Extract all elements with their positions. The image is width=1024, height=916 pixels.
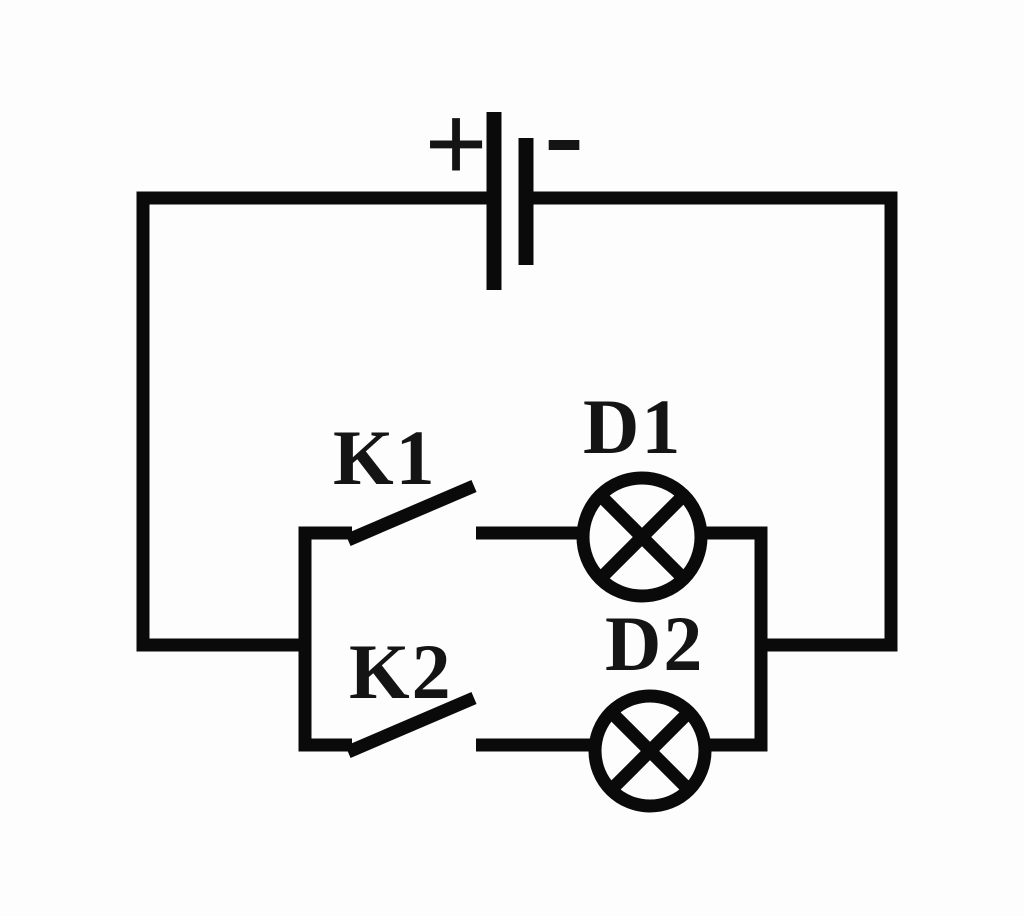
battery-plus-label: + xyxy=(424,82,488,207)
lamp-d2-icon xyxy=(588,689,712,813)
switch-k1-label: K1 xyxy=(333,414,437,501)
wire-right-loop xyxy=(526,191,898,652)
switch-k2-icon xyxy=(345,692,596,758)
wire-left-branch-rail xyxy=(298,526,352,752)
wire-right-branch-rail xyxy=(701,526,768,752)
battery-minus-label: - xyxy=(544,67,584,199)
lamp-d1-label: D1 xyxy=(583,383,683,470)
lamp-d1-icon xyxy=(576,471,708,603)
lamp-d2-label: D2 xyxy=(605,600,705,687)
switch-k2-label: K2 xyxy=(349,628,453,715)
battery-icon xyxy=(486,112,534,290)
wire-left-loop xyxy=(136,191,494,652)
switch-k1-icon xyxy=(345,480,584,546)
